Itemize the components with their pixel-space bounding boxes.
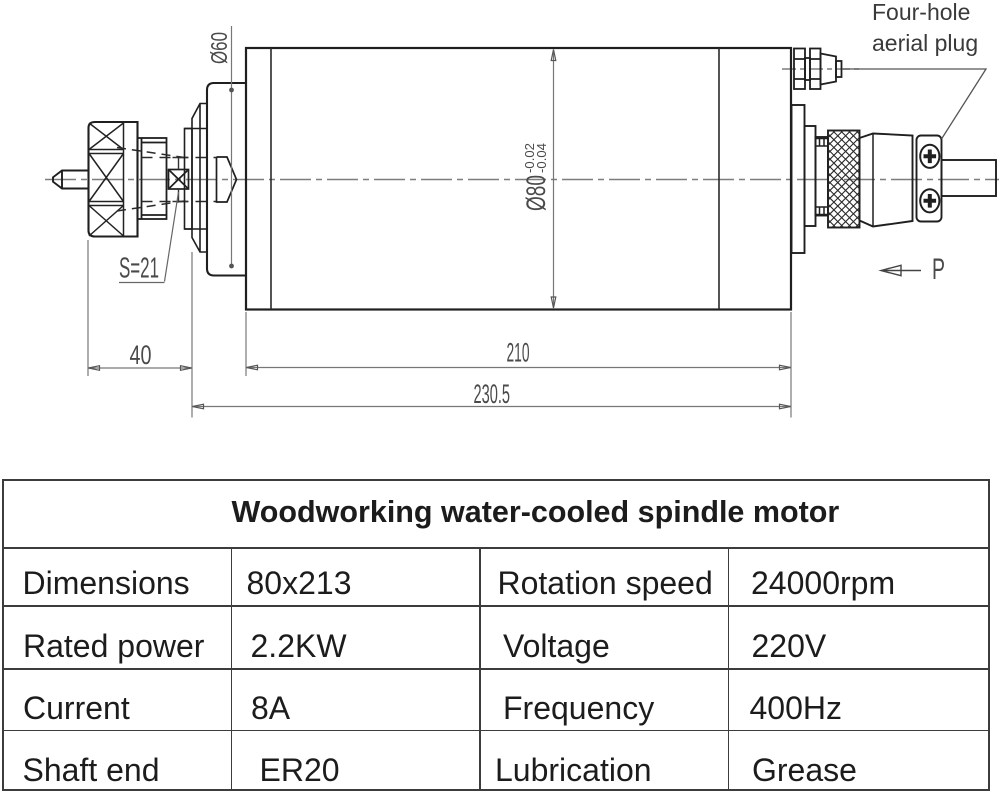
- svg-text:S=21: S=21: [119, 253, 159, 285]
- svg-text:P: P: [932, 253, 945, 286]
- svg-text:40: 40: [130, 340, 152, 370]
- svg-text:Ø60: Ø60: [206, 32, 232, 64]
- svg-text:230.5: 230.5: [474, 379, 511, 409]
- svg-text:Ø80: Ø80: [521, 175, 551, 211]
- svg-text:-0.02: -0.02: [522, 143, 537, 173]
- svg-text:-0.04: -0.04: [534, 143, 549, 173]
- svg-text:210: 210: [507, 338, 530, 368]
